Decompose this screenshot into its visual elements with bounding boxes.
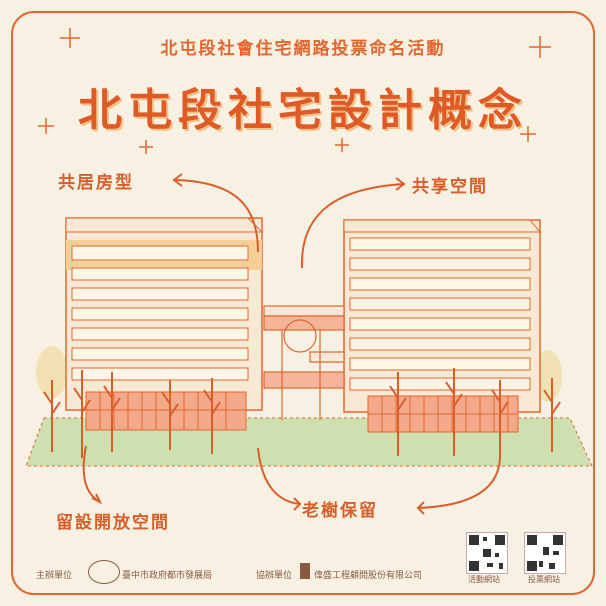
label-cohousing: 共居房型 [58,173,134,193]
label-open-space: 留設開放空間 [56,513,170,533]
label-shared-space: 共享空間 [412,177,488,197]
organizer-logo-icon [88,560,120,584]
left-building [65,217,264,431]
tree-trunks [43,368,561,458]
co-organizer-name: 偉盛工程顧問股份有限公司 [314,571,423,581]
sparkle-icon [38,28,551,154]
subtitle: 北屯段社會住宅網路投票命名活動 [160,39,446,59]
qr-left-label: 活動網站 [468,575,500,584]
poster-frame [11,11,595,595]
organizer-name: 臺中市政府都市發展局 [122,571,213,581]
qr-code-left-icon[interactable] [466,532,508,574]
right-building [343,219,542,433]
label-old-trees: 老樹保留 [302,501,378,521]
co-organizer-label: 協辦單位 [256,571,293,581]
callout-arrows [82,173,502,515]
shared-bridge [263,305,345,420]
qr-right-label: 投票網站 [528,575,560,584]
organizer-label: 主辦單位 [36,571,73,581]
page-title: 北屯段社宅設計概念 [78,85,528,136]
co-organizer-logo-icon [300,563,310,579]
qr-code-right-icon[interactable] [524,532,566,574]
